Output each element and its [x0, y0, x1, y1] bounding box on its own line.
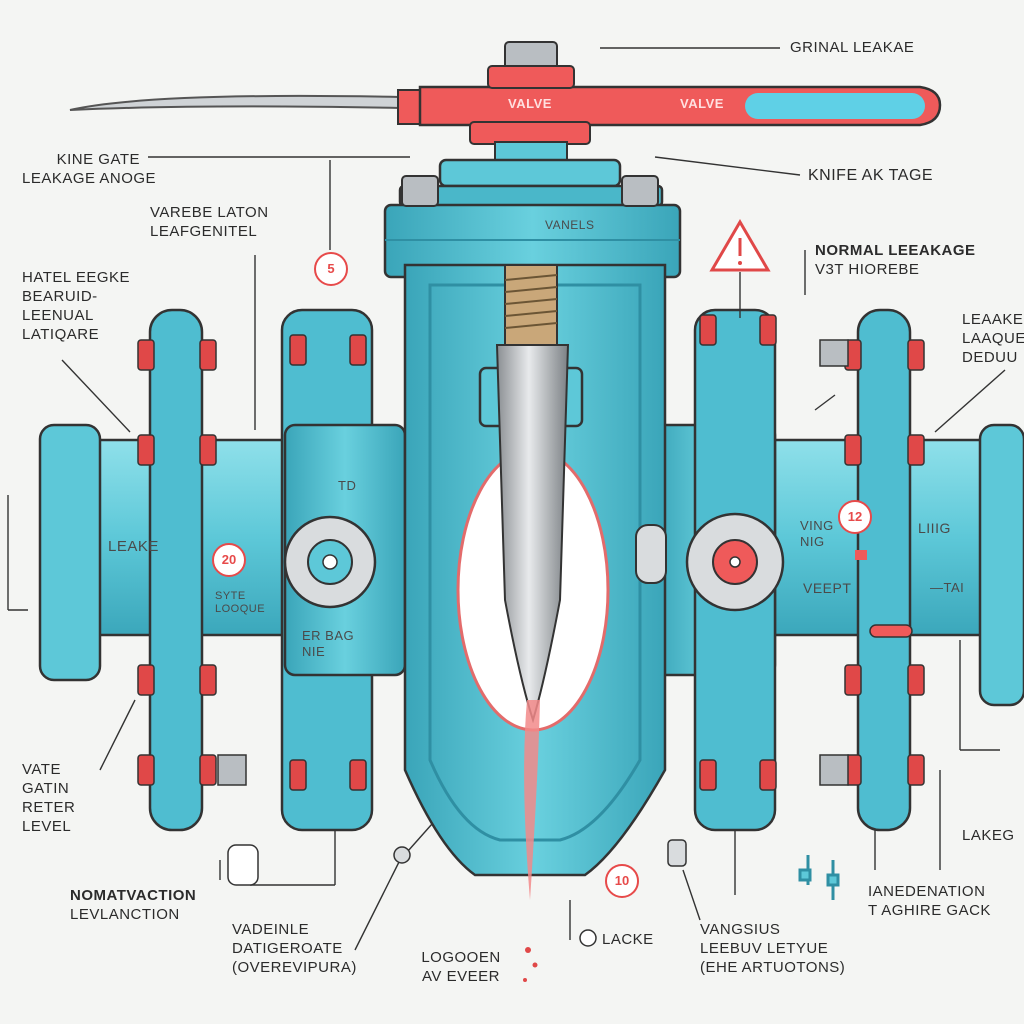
warning-icon	[709, 219, 771, 272]
right-pipe-end	[978, 423, 1024, 707]
right-ling: LIIIG	[918, 520, 951, 536]
lever-grip	[745, 93, 925, 119]
callout-10: 10	[605, 864, 639, 898]
bonnet-bolts	[401, 175, 659, 207]
right-gauge	[685, 512, 785, 612]
lever-collar	[397, 89, 421, 125]
callout-12: 12	[838, 500, 872, 534]
drop-icon	[579, 929, 597, 947]
bracket-icon	[227, 844, 259, 886]
label-lakeg: LAKEG	[962, 827, 1015, 844]
top-cap	[487, 65, 575, 89]
label-grinal-leakae: GRINAL LEAKAE	[790, 39, 915, 56]
bonnet-text: VANELS	[545, 218, 595, 232]
left-pipe-end	[38, 423, 102, 682]
leader-lines	[7, 47, 1006, 951]
callout-20: 20	[212, 543, 246, 577]
right-flange-clamps	[653, 308, 912, 832]
left-inner-tag: TD	[338, 478, 357, 493]
right-mark: —TAI	[930, 580, 965, 595]
right-bolts	[699, 314, 925, 791]
leak-stream	[524, 700, 540, 900]
label-knife-ak-tage: KNIFE AK TAGE	[808, 167, 934, 184]
left-bolts	[137, 334, 367, 791]
handle-text-left: VALVE	[508, 96, 552, 111]
label-lacke: LACKE	[602, 931, 654, 948]
callout-5: 5	[314, 252, 348, 286]
plug-icon	[393, 846, 411, 864]
side-valve-fitting	[635, 524, 667, 584]
yoke-cap	[469, 121, 591, 145]
right-veept: VEEPT	[803, 580, 852, 596]
left-pipe-text: LEAKE	[108, 538, 159, 555]
lever-rod	[69, 94, 401, 111]
left-gauge	[283, 515, 377, 609]
lock-icon	[667, 839, 687, 867]
handle-text-right: VALVE	[680, 96, 724, 111]
valve-symbol-icon	[798, 855, 840, 900]
bonnet-top	[438, 158, 622, 188]
